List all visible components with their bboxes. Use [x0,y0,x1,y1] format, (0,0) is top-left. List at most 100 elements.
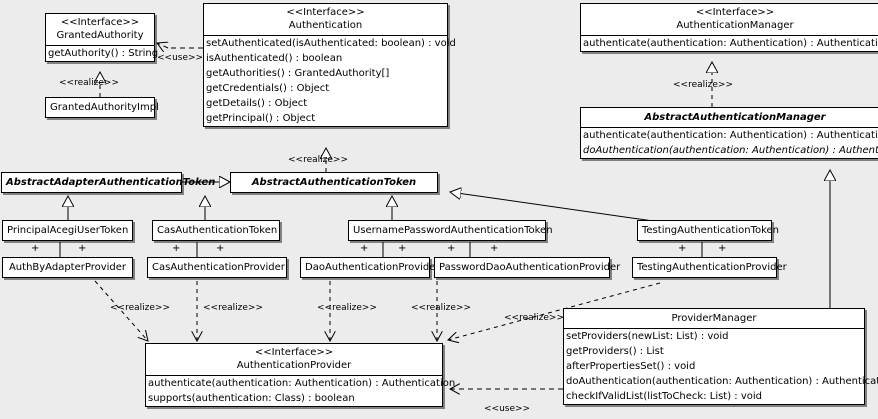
association-plus: + [398,243,407,254]
stereotype-label: <<Interface>> [60,17,140,28]
class-name: AbstractAuthenticationManager [644,112,826,123]
member-list: authenticate(authentication: Authenticat… [581,127,878,158]
class-name: AbstractAdapterAuthenticationToken [6,177,216,188]
class-name: AuthenticationManager [676,20,794,31]
class-name: PrincipalAcegiUserToken [7,225,129,236]
member-item: getCredentials() : Object [206,83,330,94]
class-authentication[interactable]: <<Interface>> Authentication setAuthenti… [203,3,456,127]
class-name: TestingAuthenticationToken [642,225,780,236]
class-header: PrincipalAcegiUserToken [3,221,132,240]
class-granted-authority-impl[interactable]: GrantedAuthorityImpl [45,97,159,118]
class-header: AuthByAdapterProvider [3,258,132,277]
class-name: Authentication [288,20,363,31]
class-name: AbstractAuthenticationToken [251,177,417,188]
class-header: CasAuthenticationProvider [148,258,286,277]
class-header: AbstractAdapterAuthenticationToken [2,173,216,192]
class-header: <<Interface>> Authentication [204,4,447,35]
relationship-label-realize-dao: <<realize>> [317,303,377,313]
member-item: isAuthenticated() : boolean [206,53,343,64]
class-name: DaoAuthenticationProvider [305,262,440,273]
stereotype-label: <<Interface>> [286,7,365,18]
association-plus: + [172,243,181,254]
member-item: getAuthorities() : GrantedAuthority[] [206,68,390,79]
association-plus: + [718,243,727,254]
stereotype-label: <<Interface>> [254,347,334,358]
association-plus: + [447,243,456,254]
member-item: authenticate(authentication: Authenticat… [583,130,878,141]
member-item: setProviders(newList: List) : void [566,331,729,342]
member-item: getPrincipal() : Object [206,113,316,124]
class-cas-authentication-token[interactable]: CasAuthenticationToken [152,220,280,241]
relationship-label-realize-abstract-authentication-token: <<realize>> [288,155,348,165]
relationship-label-realize-abstract-authentication-manager: <<realize>> [673,80,733,90]
member-item: afterPropertiesSet() : void [566,361,696,372]
member-list: authenticate(authentication: Authenticat… [581,35,878,51]
association-plus: + [78,243,87,254]
relationship-label-use-provider-manager: <<use>> [484,404,531,414]
class-name: CasAuthenticationToken [157,225,278,236]
class-header: TestingAuthenticationProvider [633,258,787,277]
class-authentication-manager[interactable]: <<Interface>> AuthenticationManager auth… [580,3,878,52]
class-abstract-authentication-token[interactable]: AbstractAuthenticationToken [230,172,438,193]
relationship-label-realize-granted-authority-impl: <<realize>> [59,78,119,88]
class-username-password-authentication-token[interactable]: UsernamePasswordAuthenticationToken [348,220,553,241]
class-header: <<Interface>> AuthenticationProvider [146,344,442,375]
association-plus: + [490,243,499,254]
class-name: TestingAuthenticationProvider [637,262,787,273]
member-item: getProviders() : List [566,346,664,357]
relationship-label-realize-testing: <<realize>> [504,313,564,323]
relationship-label-use-granted-authority: <<use>> [157,53,204,63]
association-plus: + [216,243,225,254]
class-name: AuthByAdapterProvider [8,262,127,273]
class-testing-authentication-provider[interactable]: TestingAuthenticationProvider [632,257,787,278]
class-name: UsernamePasswordAuthenticationToken [353,225,553,236]
class-testing-authentication-token[interactable]: TestingAuthenticationToken [637,220,780,241]
member-list: setProviders(newList: List) : void getPr… [564,328,878,404]
class-password-dao-authentication-provider[interactable]: PasswordDaoAuthenticationProvider [434,257,621,278]
member-item: authenticate(authentication: Authenticat… [583,38,878,49]
class-header: ProviderManager [564,309,864,328]
association-plus: + [31,243,40,254]
stereotype-label: <<Interface>> [695,7,775,18]
association-plus: + [678,243,687,254]
class-abstract-adapter-authentication-token[interactable]: AbstractAdapterAuthenticationToken [1,172,216,193]
class-authentication-provider[interactable]: <<Interface>> AuthenticationProvider aut… [145,343,456,407]
class-header: TestingAuthenticationToken [638,221,780,240]
member-item: setAuthenticated(isAuthenticated: boolea… [206,38,456,49]
class-header: GrantedAuthorityImpl [46,98,159,117]
class-name: AuthenticationProvider [236,360,352,371]
class-name: GrantedAuthority [56,30,144,41]
relationship-label-realize-password-dao: <<realize>> [411,303,471,313]
member-list: getAuthority() : String [46,45,159,61]
member-list: setAuthenticated(isAuthenticated: boolea… [204,35,456,126]
member-item: authenticate(authentication: Authenticat… [148,378,456,389]
class-abstract-authentication-manager[interactable]: AbstractAuthenticationManager authentica… [580,107,878,159]
member-item: getAuthority() : String [48,48,159,59]
class-dao-authentication-provider[interactable]: DaoAuthenticationProvider [300,257,440,278]
relationship-label-realize-cas: <<realize>> [203,303,263,313]
class-header: AbstractAuthenticationToken [231,173,437,192]
member-item: doAuthentication(authentication: Authent… [583,145,878,156]
class-provider-manager[interactable]: ProviderManager setProviders(newList: Li… [563,308,878,405]
class-header: <<Interface>> AuthenticationManager [581,4,878,35]
class-header: CasAuthenticationToken [153,221,279,240]
class-name: GrantedAuthorityImpl [50,102,159,113]
class-cas-authentication-provider[interactable]: CasAuthenticationProvider [147,257,287,278]
class-header: AbstractAuthenticationManager [581,108,878,127]
class-header: <<Interface>> GrantedAuthority [46,14,154,45]
class-granted-authority[interactable]: <<Interface>> GrantedAuthority getAuthor… [45,13,159,62]
member-item: getDetails() : Object [206,98,308,109]
class-principal-acegi-user-token[interactable]: PrincipalAcegiUserToken [2,220,133,241]
member-item: checkIfValidList(listToCheck: List) : vo… [566,391,763,402]
member-item: doAuthentication(authentication: Authent… [566,376,878,387]
class-auth-by-adapter-provider[interactable]: AuthByAdapterProvider [2,257,133,278]
member-item: supports(authentication: Class) : boolea… [148,393,355,404]
class-header: PasswordDaoAuthenticationProvider [435,258,621,277]
class-name: PasswordDaoAuthenticationProvider [439,262,621,273]
association-plus: + [360,243,369,254]
class-name: CasAuthenticationProvider [152,262,285,273]
relationship-label-realize-auth-by-adapter: <<realize>> [110,303,170,313]
class-name: ProviderManager [671,313,757,324]
class-header: UsernamePasswordAuthenticationToken [349,221,553,240]
